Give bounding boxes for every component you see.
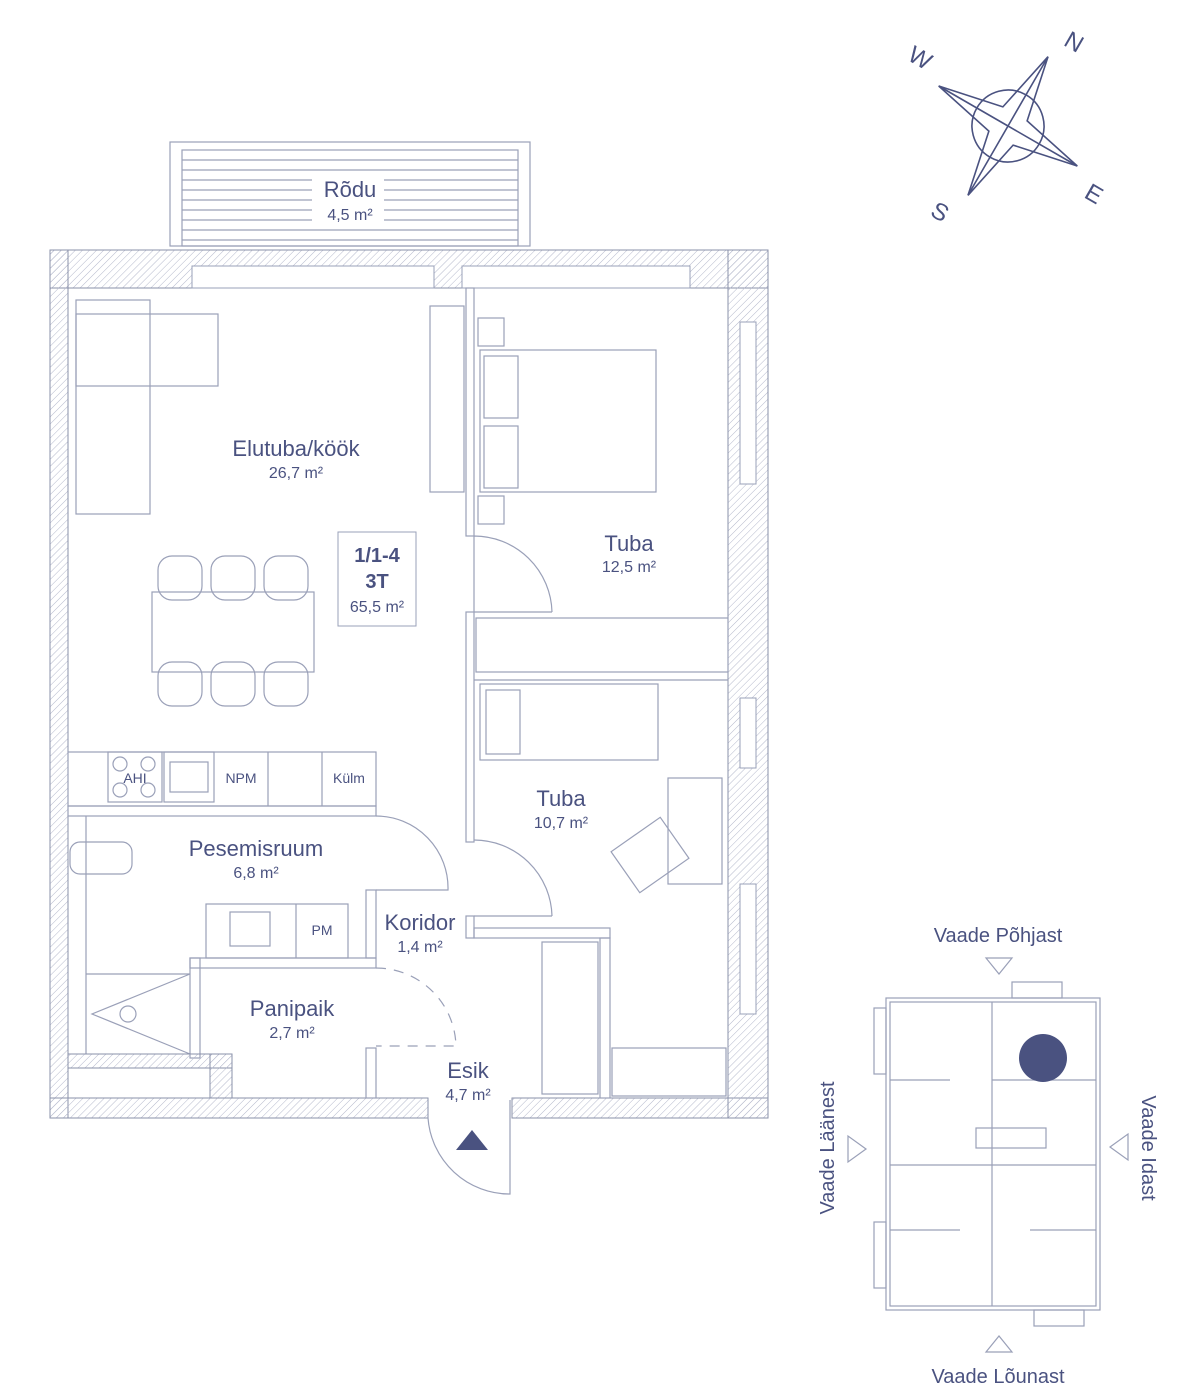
appliance-washer: PM (312, 922, 333, 938)
room-bath-area: 6,8 m² (233, 865, 279, 882)
room-bath-name: Pesemisruum (189, 836, 323, 861)
room-bed2-area: 10,7 m² (534, 815, 589, 832)
room-hall-area: 4,7 m² (445, 1087, 491, 1104)
compass-s: S (926, 197, 953, 228)
unit-number: 1/1-4 (354, 545, 400, 567)
room-storage-area: 2,7 m² (269, 1025, 315, 1042)
dining-chair (263, 555, 309, 601)
doors (375, 535, 553, 1195)
dining-chair (263, 661, 309, 707)
room-balcony-name: Rõdu (324, 177, 377, 202)
view-west-label: Vaade Läänest (817, 1081, 839, 1215)
view-south-icon (984, 1335, 1014, 1353)
dining-chair (210, 555, 256, 601)
dining-chair (157, 555, 203, 601)
appliance-fridge: Külm (333, 770, 365, 786)
furniture (67, 299, 727, 1099)
room-bed1-area: 12,5 m² (602, 559, 657, 576)
compass-icon (938, 56, 1078, 196)
dining-chair (210, 661, 256, 707)
compass-n: N (1059, 26, 1088, 58)
unit-type: 3T (365, 571, 388, 593)
appliance-oven: AHI (123, 770, 146, 786)
room-living-area: 26,7 m² (269, 465, 324, 482)
view-east-icon (1108, 1132, 1129, 1162)
view-north-label: Vaade Põhjast (934, 925, 1063, 947)
view-south-label: Vaade Lõunast (931, 1366, 1065, 1388)
room-storage-name: Panipaik (250, 996, 335, 1021)
room-bed2-name: Tuba (536, 786, 586, 811)
room-corridor-name: Koridor (385, 910, 456, 935)
exterior-walls (49, 249, 769, 1119)
room-balcony-area: 4,5 m² (327, 207, 373, 224)
appliance-dishwasher: NPM (225, 770, 256, 786)
compass-e: E (1080, 179, 1107, 210)
room-hall-name: Esik (447, 1058, 490, 1083)
view-north-icon (984, 957, 1014, 975)
unit-area: 65,5 m² (350, 599, 405, 616)
entrance-arrow-icon (456, 1130, 488, 1150)
room-corridor-area: 1,4 m² (397, 939, 443, 956)
view-east-label: Vaade Idast (1137, 1095, 1159, 1201)
unit-label-box (337, 531, 417, 627)
unit-location-marker (1019, 1034, 1067, 1082)
room-bed1-name: Tuba (604, 531, 654, 556)
compass-w: W (903, 41, 936, 76)
room-living-name: Elutuba/köök (232, 436, 360, 461)
interior-walls (67, 287, 729, 1099)
key-plan (847, 957, 1129, 1353)
dining-chair (157, 661, 203, 707)
view-west-icon (847, 1134, 868, 1164)
